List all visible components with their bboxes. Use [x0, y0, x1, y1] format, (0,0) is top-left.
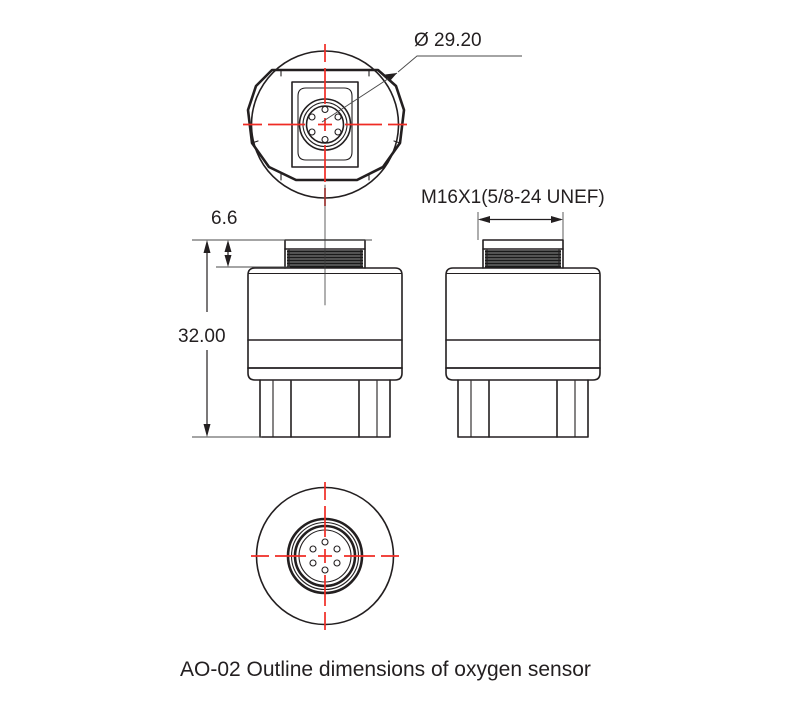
- diameter-leader-line: [321, 72, 398, 123]
- front-view-right: [445, 239, 601, 438]
- thread-spec-label: M16X1(5/8-24 UNEF): [421, 187, 605, 208]
- bottom-view-pin-hole-3: [333, 559, 341, 567]
- top-view-notch-6: [393, 140, 401, 144]
- top-view: [243, 44, 522, 206]
- bottom-view-pin-hole-2: [333, 545, 341, 553]
- thread-height-arrow-bottom: [224, 255, 232, 267]
- bottom-view-pin-hole-5: [309, 559, 317, 567]
- bottom-view-pin-hole-1: [321, 538, 329, 546]
- top-view-pin-hole-2: [334, 113, 342, 121]
- thread-height-arrow-top: [224, 240, 232, 252]
- front-view-left: [247, 184, 403, 438]
- total-height-arrow-top: [203, 240, 211, 253]
- top-view-octagon-outline: [246, 68, 406, 182]
- right-view-body-lower-band: [445, 367, 601, 381]
- drawing-caption: AO-02 Outline dimensions of oxygen senso…: [180, 658, 591, 681]
- right-view-body-upper: [445, 267, 601, 369]
- diameter-leader-shelf: [397, 55, 522, 73]
- left-view-skirt-outline: [259, 379, 391, 438]
- total-height-label: 32.00: [178, 326, 226, 347]
- top-view-pin-hole-1: [321, 105, 329, 114]
- bottom-view: [251, 482, 399, 630]
- bottom-view-pin-hole-4: [321, 566, 329, 574]
- left-view-body-lower-band: [247, 367, 403, 381]
- thread-dim-arrow-left: [478, 216, 490, 223]
- top-view-inner-rounded-square: [297, 87, 353, 161]
- right-view-skirt-outline: [457, 379, 589, 438]
- diameter-leader-arrowhead: [385, 73, 397, 81]
- right-view-thread-hatch: [485, 249, 561, 269]
- total-height-arrow-bottom: [203, 424, 211, 437]
- top-view-pin-hole-3: [334, 128, 342, 136]
- bottom-view-pin-hole-6: [309, 545, 317, 553]
- thread-dim-arrow-right: [551, 216, 563, 223]
- thread-height-label: 6.6: [211, 208, 237, 229]
- top-view-pin-hole-5: [308, 128, 316, 136]
- top-view-notch-5: [251, 140, 259, 144]
- right-view-thread-collar: [482, 239, 564, 250]
- height-dimensions: [192, 239, 372, 438]
- top-view-pin-hole-4: [321, 135, 329, 144]
- top-view-pin-hole-6: [308, 113, 316, 121]
- left-view-body-upper: [247, 267, 403, 369]
- thread-width-dimension: [477, 212, 564, 240]
- diameter-label: Ø 29.20: [414, 30, 482, 51]
